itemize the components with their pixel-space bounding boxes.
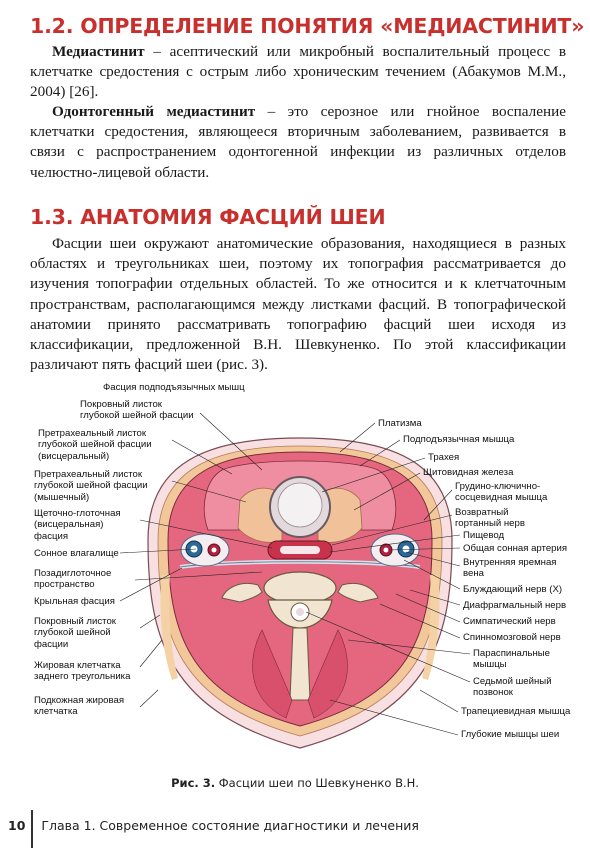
label-left-0: Покровный листок глубокой шейной фасции xyxy=(80,399,194,422)
label-right-1: Подподъязычная мышца xyxy=(403,434,515,445)
label-left-7: Покровный листок глубокой шейной фасции xyxy=(34,616,116,650)
definition-text: – это серозное или гнойное воспаление кл… xyxy=(30,103,566,181)
label-right-16: Глубокие мышцы шеи xyxy=(461,729,560,740)
label-right-6: Пищевод xyxy=(463,530,505,541)
deep-neck-muscles-right xyxy=(307,629,348,719)
section-heading-anatomy: 1.3. АНАТОМИЯ ФАСЦИЙ ШЕИ xyxy=(30,205,386,229)
figure-caption-label: Рис. 3. xyxy=(171,776,216,790)
label-infrahyoid-fascia: Фасция подподъязычных мышц xyxy=(103,382,245,393)
label-right-3: Щитовидная железа xyxy=(423,467,514,478)
label-right-0: Платизма xyxy=(378,418,422,429)
figure-caption: Рис. 3. Фасции шеи по Шевкуненко В.Н. xyxy=(0,776,590,790)
label-right-13: Параспинальные мышцы xyxy=(473,648,551,671)
cervical-vertebra xyxy=(221,571,379,701)
footer-divider xyxy=(31,810,33,848)
label-right-8: Внутренняя яремная вена xyxy=(463,557,557,580)
label-right-2: Трахея xyxy=(428,452,460,463)
label-right-15: Трапециевидная мышца xyxy=(461,706,571,717)
label-left-4: Сонное влагалище xyxy=(34,548,119,559)
label-left-5: Позадиглоточное пространство xyxy=(34,568,112,591)
definition-text: – асептический или микробный воспалитель… xyxy=(30,43,566,101)
label-right-5: Возвратный гортанный нерв xyxy=(455,507,525,530)
label-right-14: Седьмой шейный позвонок xyxy=(473,676,552,699)
label-left-1: Претрахеальный листок глубокой шейной фа… xyxy=(38,428,152,462)
label-right-4: Грудино-ключично- сосцевидная мышца xyxy=(455,481,548,504)
label-left-2: Претрахеальный листок глубокой шейной фа… xyxy=(34,469,148,503)
page-footer: 10 Глава 1. Современное состояние диагно… xyxy=(8,818,419,833)
right-leader-lines xyxy=(305,422,471,736)
term-odontogenic-mediastinitis: Одонтогенный медиастинит xyxy=(52,103,256,120)
posterior-triangle-fat-right xyxy=(422,575,440,680)
deep-neck-muscles-left xyxy=(252,629,293,719)
trachea-lumen xyxy=(277,482,323,528)
term-mediastinitis: Медиастинит xyxy=(52,43,145,60)
figure-caption-text: Фасции шеи по Шевкуненко В.Н. xyxy=(215,776,419,790)
section-heading-definition: 1.2. ОПРЕДЕЛЕНИЕ ПОНЯТИЯ «МЕДИАСТИНИТ» xyxy=(30,14,585,38)
label-right-7: Общая сонная артерия xyxy=(463,543,568,554)
paragraph-mediastinitis-definition: Медиастинит – асептический или микробный… xyxy=(30,42,566,103)
paragraph-odontogenic-definition: Одонтогенный медиастинит – это серозное … xyxy=(30,102,566,183)
chapter-title: Глава 1. Современное состояние диагности… xyxy=(41,818,419,833)
paragraph-neck-fascia: Фасции шеи окружают анатомические образо… xyxy=(30,235,566,374)
label-left-8: Жировая клетчатка заднего треугольника xyxy=(34,660,131,683)
label-left-9: Подкожная жировая клетчатка xyxy=(34,695,125,718)
page-number: 10 xyxy=(8,818,26,833)
label-right-11: Симпатический нерв xyxy=(463,616,556,627)
label-right-12: Спинномозговой нерв xyxy=(463,632,561,643)
label-right-10: Диафрагмальный нерв xyxy=(463,600,567,611)
label-right-9: Блуждающий нерв (X) xyxy=(463,584,563,595)
label-left-6: Крыльная фасция xyxy=(34,596,115,607)
posterior-triangle-fat-left xyxy=(160,575,178,680)
esophagus-lumen xyxy=(280,546,320,554)
carotid-sheath-left xyxy=(180,533,230,567)
label-left-3: Щеточно-глоточная (висцеральная) фасция xyxy=(34,508,121,542)
left-leader-lines xyxy=(119,412,273,708)
